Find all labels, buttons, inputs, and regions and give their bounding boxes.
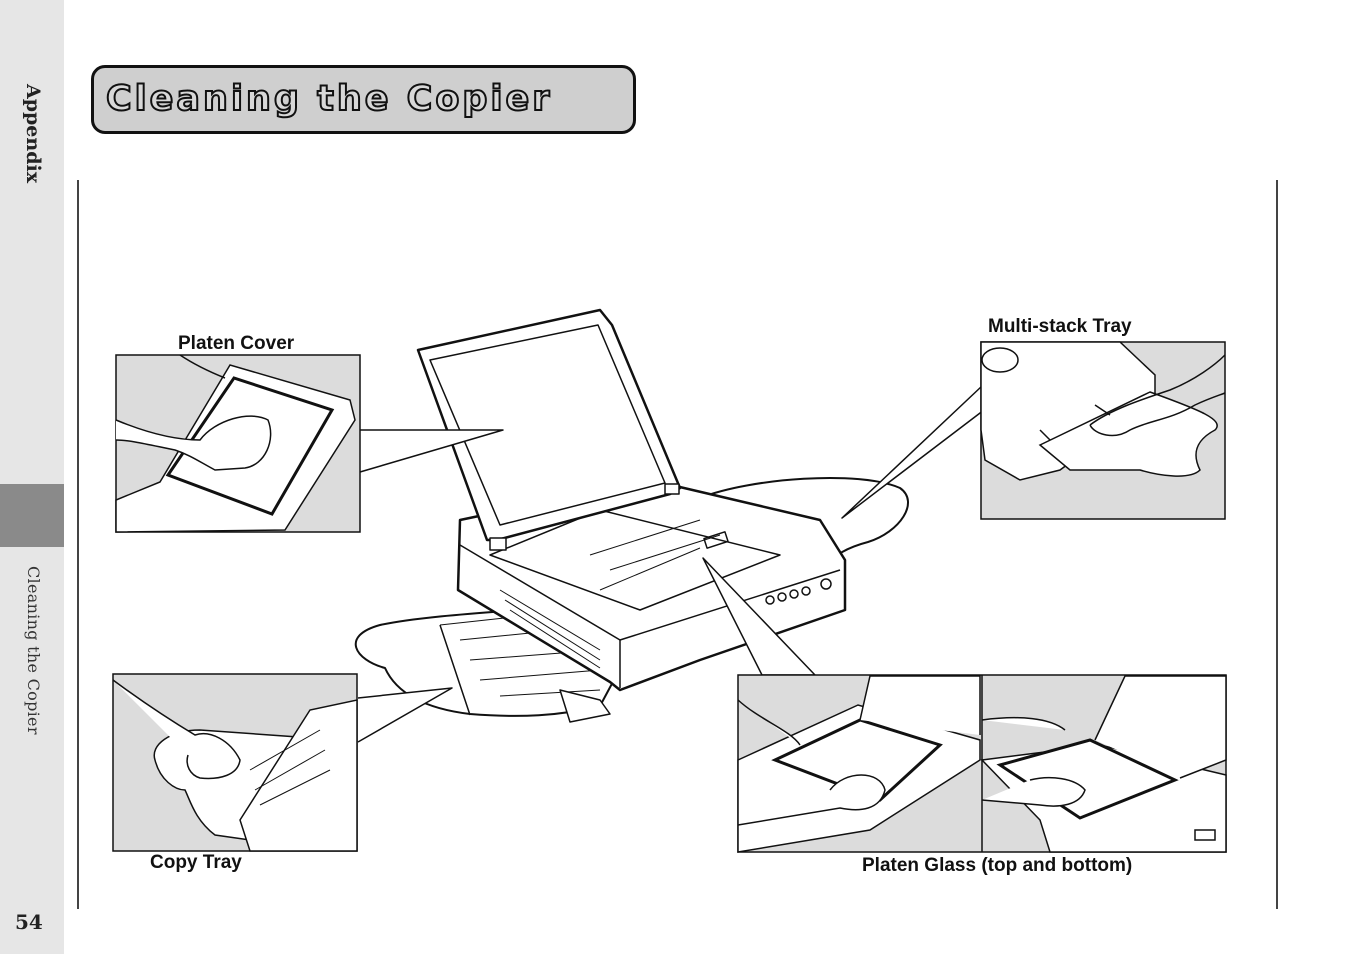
page-number: 54 <box>15 910 43 934</box>
left-margin-rule <box>77 180 79 909</box>
sidebar: Appendix Cleaning the Copier 54 <box>0 0 64 954</box>
multi-stack-tray-inset <box>980 341 1226 520</box>
title-banner: Cleaning the Copier <box>91 65 636 134</box>
section-marker <box>0 484 64 547</box>
page-title: Cleaning the Copier <box>105 78 553 120</box>
topic-label: Cleaning the Copier <box>24 566 43 735</box>
section-label: Appendix <box>22 84 44 184</box>
right-margin-rule <box>1276 180 1278 909</box>
platen-cover-inset <box>115 354 361 533</box>
caption-platen-glass: Platen Glass (top and bottom) <box>862 855 1133 876</box>
copy-tray-inset <box>112 673 358 852</box>
caption-platen-cover: Platen Cover <box>178 333 295 354</box>
platen-glass-inset <box>737 674 1227 853</box>
caption-multi-stack-tray: Multi-stack Tray <box>988 316 1132 337</box>
caption-copy-tray: Copy Tray <box>150 852 242 873</box>
